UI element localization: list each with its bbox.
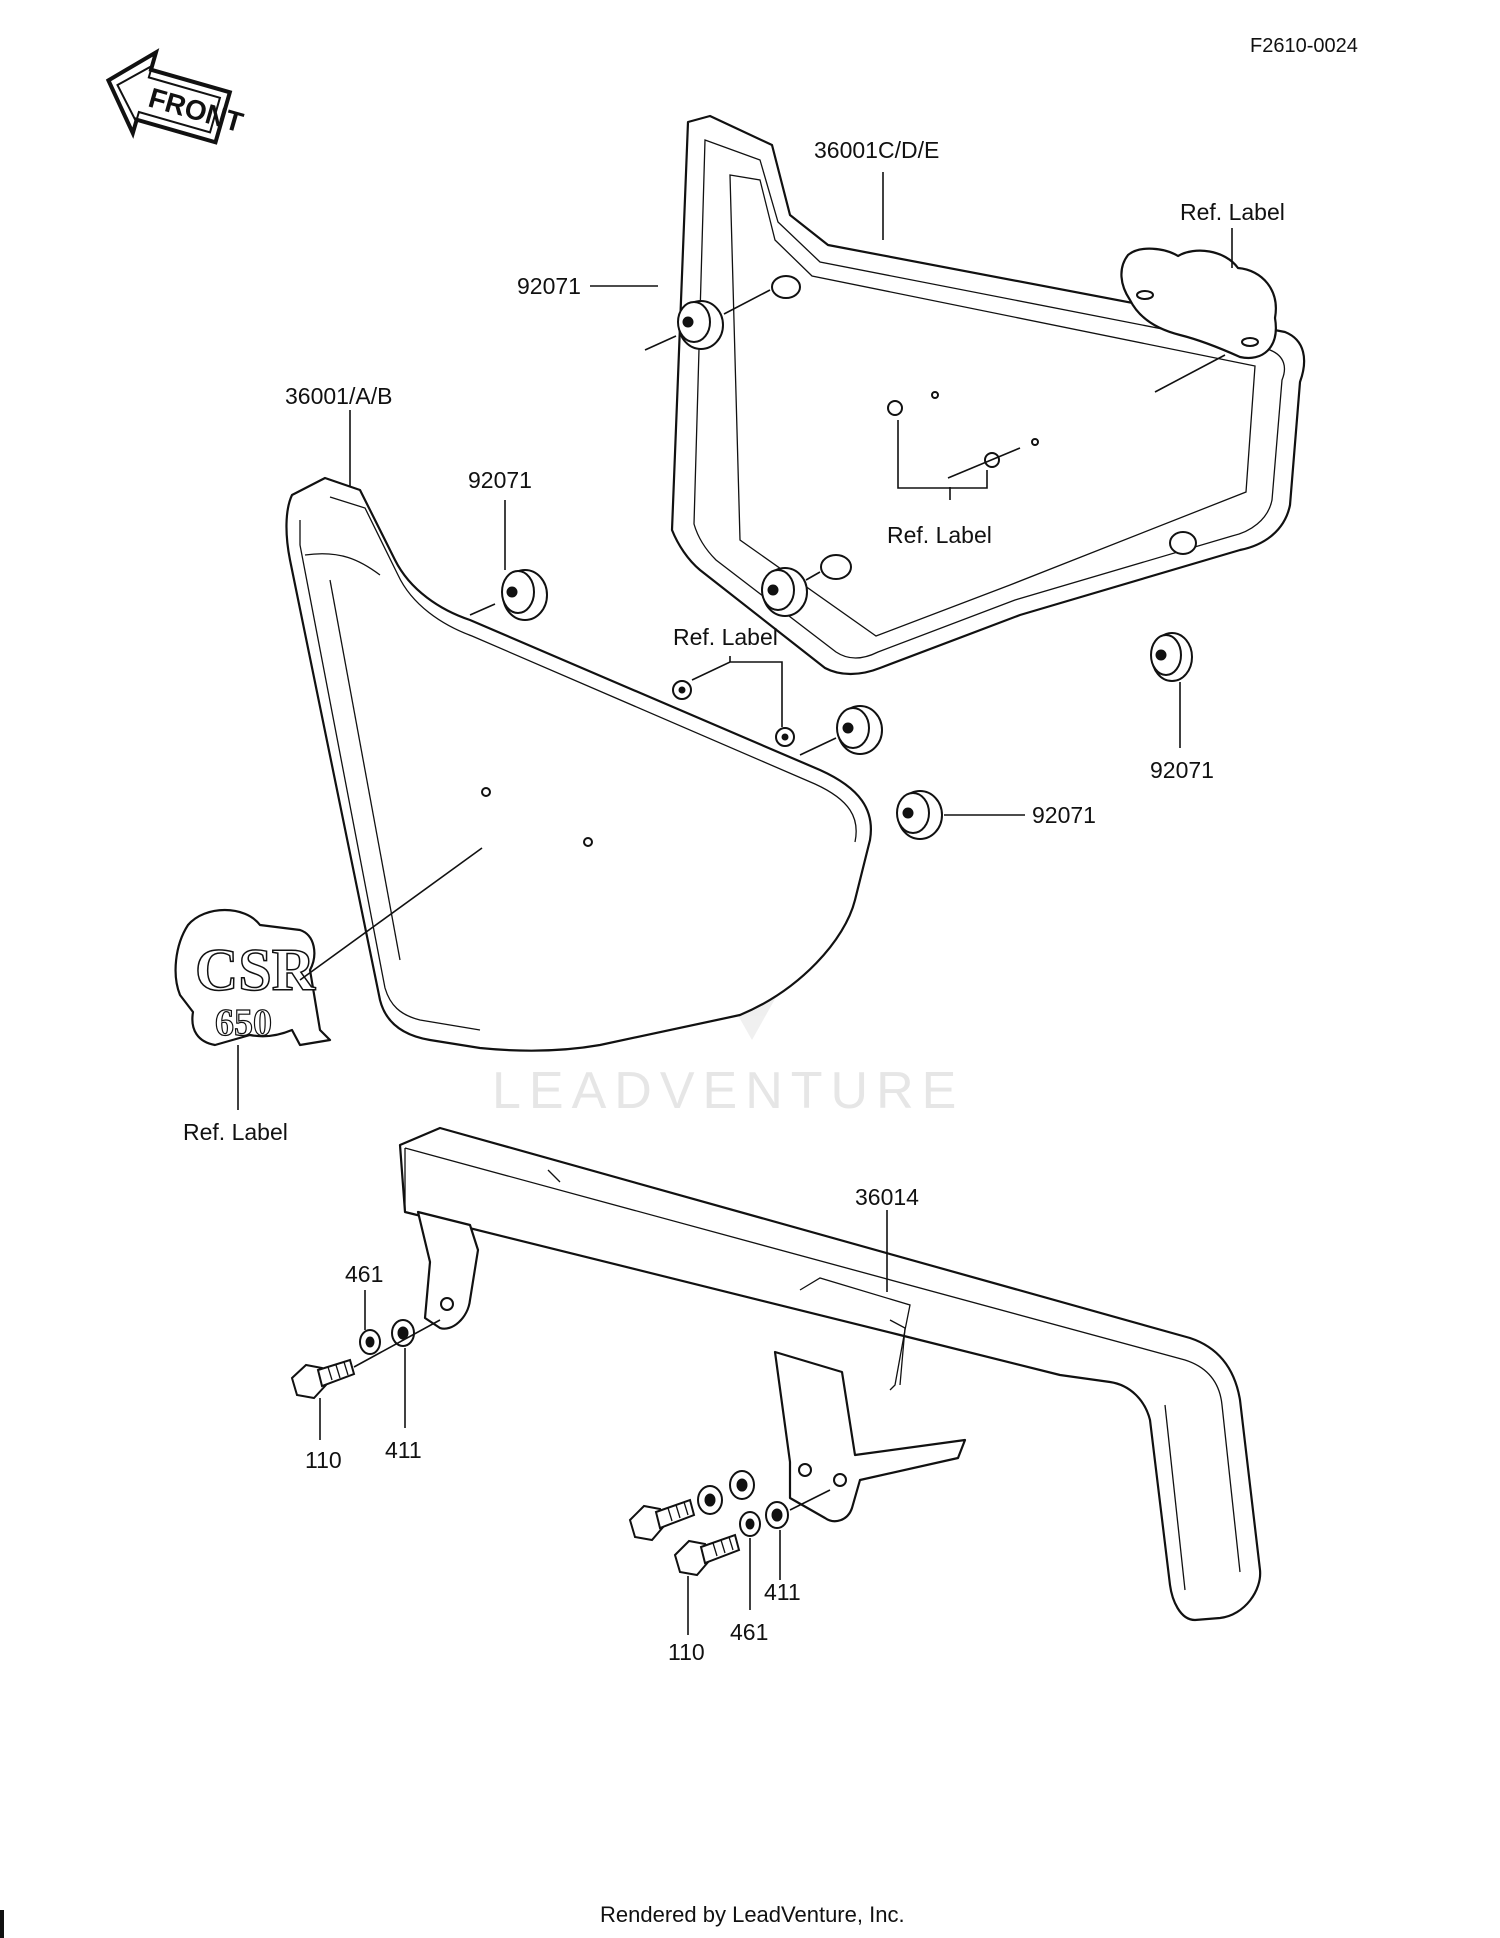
decal-left-cover-small[interactable] xyxy=(672,680,795,747)
callout-label-top-right: Ref. Label xyxy=(1180,199,1285,225)
washer-411-lower[interactable] xyxy=(765,1501,789,1529)
chain-cover[interactable] xyxy=(398,1126,1262,1622)
decal-top-right[interactable] xyxy=(1120,247,1277,360)
grommet-left-cover-top[interactable] xyxy=(501,569,548,621)
callout-right-cover: 36001C/D/E xyxy=(814,137,939,163)
grommet-center-right[interactable] xyxy=(896,790,943,840)
grommet-lower-right[interactable] xyxy=(1150,632,1193,682)
callout-washer-411-lower: 411 xyxy=(764,1579,801,1605)
callout-grommet-top: 92071 xyxy=(517,273,581,299)
front-arrow-icon: FRONT xyxy=(105,48,246,145)
bolt-lower-b[interactable] xyxy=(673,1533,741,1577)
grommet-middle-lower[interactable] xyxy=(836,705,883,755)
emblem-csr-650[interactable]: CSR 650 xyxy=(174,908,332,1047)
callout-washer-411-upper: 411 xyxy=(385,1437,422,1463)
washer-461-lower[interactable] xyxy=(739,1511,761,1537)
edge-mark xyxy=(0,1910,4,1938)
callout-washer-461-lower: 461 xyxy=(730,1619,768,1645)
callout-label-right-cover-center: Ref. Label xyxy=(887,522,992,548)
bolt-lower-a[interactable] xyxy=(628,1498,696,1542)
washer-lower-top-a[interactable] xyxy=(697,1485,723,1515)
reference-code: F2610-0024 xyxy=(1250,35,1358,57)
grommet-top[interactable] xyxy=(677,300,724,350)
svg-text:CSR: CSR xyxy=(195,937,316,1003)
callout-chain-cover: 36014 xyxy=(855,1184,919,1210)
callout-bolt-110-lower: 110 xyxy=(668,1639,705,1665)
bolt-upper[interactable] xyxy=(290,1358,356,1400)
callout-bolt-110-upper: 110 xyxy=(305,1447,342,1473)
callout-label-emblem: Ref. Label xyxy=(183,1119,288,1145)
callout-left-cover: 36001/A/B xyxy=(285,383,392,409)
washer-411-upper[interactable] xyxy=(391,1319,415,1347)
callout-grommet-lower-right: 92071 xyxy=(1150,757,1214,783)
callout-grommet-left-cover-top: 92071 xyxy=(468,467,532,493)
watermark-text: LEADVENTURE xyxy=(492,1062,964,1120)
callout-grommet-center-right: 92071 xyxy=(1032,802,1096,828)
callout-label-left-cover-center: Ref. Label xyxy=(673,624,778,650)
svg-text:650: 650 xyxy=(215,1002,272,1044)
callout-washer-461-upper: 461 xyxy=(345,1261,383,1287)
footer-credit: Rendered by LeadVenture, Inc. xyxy=(600,1902,905,1927)
grommet-middle[interactable] xyxy=(761,567,808,617)
washer-lower-top-b[interactable] xyxy=(729,1470,755,1500)
right-side-cover[interactable] xyxy=(670,114,1306,676)
washer-461-upper[interactable] xyxy=(359,1329,381,1355)
left-side-cover[interactable] xyxy=(285,476,872,1052)
